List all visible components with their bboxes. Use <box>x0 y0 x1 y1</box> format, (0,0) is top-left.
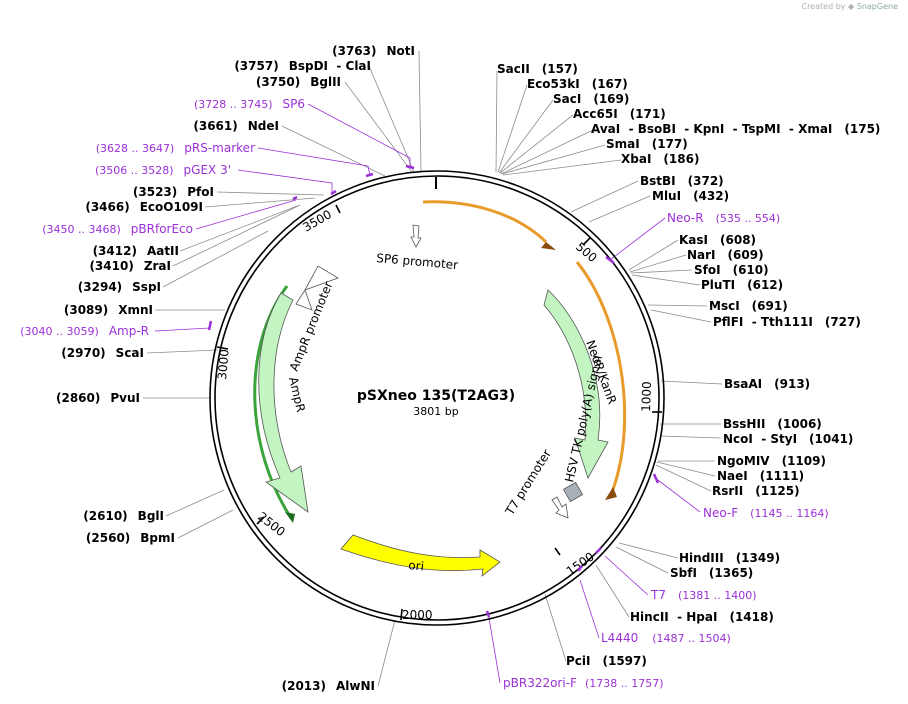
site-bsshii[interactable]: BssHII(1006) <box>723 417 822 431</box>
site-avai-group[interactable]: AvaI - BsoBI - KpnI - TspMI - XmaI(175) <box>591 122 880 136</box>
ori-feature <box>340 534 501 577</box>
primer-pbr322ori-f[interactable]: pBR322ori-F(1738 .. 1757) <box>503 676 664 690</box>
site-noti[interactable]: (3763)NotI <box>332 44 415 58</box>
right-site-labels: SacII(157) Eco53kI(167) SacI(169) Acc65I… <box>497 62 880 668</box>
sp6-promoter-feature <box>410 224 422 248</box>
site-saci[interactable]: SacI(169) <box>553 92 629 106</box>
plasmid-length: 3801 bp <box>413 405 458 418</box>
site-scai[interactable]: (2970)ScaI <box>61 346 144 360</box>
site-xmni[interactable]: (3089)XmnI <box>64 303 153 317</box>
site-sacii[interactable]: SacII(157) <box>497 62 578 76</box>
site-bsaai[interactable]: BsaAI(913) <box>724 377 810 391</box>
site-ndei[interactable]: (3661)NdeI <box>193 119 279 133</box>
site-eco53ki[interactable]: Eco53kI(167) <box>527 77 628 91</box>
credit-created-by: Created by <box>801 2 846 11</box>
site-bpmi[interactable]: (2560)BpmI <box>86 531 175 545</box>
plasmid-name: pSXneo 135(T2AG3) <box>357 388 515 404</box>
primer-neo-f[interactable]: Neo-F(1145 .. 1164) <box>703 506 829 520</box>
site-mlui[interactable]: MluI(432) <box>652 189 729 203</box>
site-bglii[interactable]: (3750)BglII <box>256 75 341 89</box>
t7-promoter-feature <box>551 496 569 519</box>
t7-promoter-label: T7 promoter <box>502 447 554 518</box>
ampr-promoter-label: AmpR promoter <box>287 279 336 373</box>
leader-lines <box>143 50 723 687</box>
tick-1000: 1000 <box>639 381 654 412</box>
tick-2500: 2500 <box>255 509 288 539</box>
primer-amp-r[interactable]: (3040 .. 3059)Amp-R <box>20 324 149 338</box>
tick-3000: 3000 <box>215 349 232 381</box>
site-nari[interactable]: NarI(609) <box>687 248 764 262</box>
primer-l4440[interactable]: L4440(1487 .. 1504) <box>601 631 731 645</box>
site-smai[interactable]: SmaI(177) <box>606 137 688 151</box>
site-ncoi-group[interactable]: NcoI - StyI(1041) <box>723 432 853 446</box>
primer-pgex-3[interactable]: (3506 .. 3528)pGEX 3' <box>95 163 231 177</box>
site-hindiii[interactable]: HindIII(1349) <box>679 551 780 565</box>
sp6-promoter-label: SP6 promoter <box>376 251 459 272</box>
site-hincii-group[interactable]: HincII - HpaI(1418) <box>630 610 774 624</box>
credit-app: SnapGene <box>856 2 898 11</box>
site-pluti[interactable]: PluTI(612) <box>701 278 783 292</box>
site-aatii[interactable]: (3412)AatII <box>93 244 179 258</box>
site-ecoo109i[interactable]: (3466)EcoO109I <box>85 200 203 214</box>
orf-arc-top <box>422 200 548 244</box>
primer-pbrforeco[interactable]: (3450 .. 3468)pBRforEco <box>42 222 193 236</box>
snapgene-logo-icon: ◆ <box>848 2 855 11</box>
primer-sp6[interactable]: (3728 .. 3745)SP6 <box>194 97 305 111</box>
site-pcii[interactable]: PciI(1597) <box>566 654 647 668</box>
neor-feature <box>543 289 609 479</box>
site-rsrii[interactable]: RsrII(1125) <box>712 484 800 498</box>
orf-arc-right <box>575 261 627 496</box>
backbone-outer <box>209 170 665 626</box>
site-pfoi[interactable]: (3523)PfoI <box>133 185 214 199</box>
site-sbfi[interactable]: SbfI(1365) <box>670 566 753 580</box>
site-xbai[interactable]: XbaI(186) <box>621 152 699 166</box>
site-pvui[interactable]: (2860)PvuI <box>56 391 140 405</box>
site-bspdi-group[interactable]: (3757)BspDI - ClaI <box>234 59 371 73</box>
hsv-tk-feature <box>562 481 584 503</box>
site-alwni[interactable]: (2013)AlwNI <box>282 679 375 693</box>
ori-label: ori <box>408 558 425 574</box>
primer-labels: Neo-R(535 .. 554) Neo-F(1145 .. 1164) T7… <box>20 97 828 690</box>
tick-2000: 2000 <box>402 608 433 622</box>
primer-leaders <box>154 103 701 684</box>
site-naei[interactable]: NaeI(1111) <box>717 469 804 483</box>
site-bgli[interactable]: (2610)BglI <box>83 509 164 523</box>
site-bstbi[interactable]: BstBI(372) <box>640 174 724 188</box>
site-pflfi-group[interactable]: PflFI - Tth111I(727) <box>713 315 861 329</box>
site-ngomiv[interactable]: NgoMIV(1109) <box>717 454 826 468</box>
ampr-label: AmpR <box>286 376 308 414</box>
primer-marks <box>207 164 660 618</box>
site-sfoi[interactable]: SfoI(610) <box>694 263 769 277</box>
site-kasi[interactable]: KasI(608) <box>679 233 756 247</box>
ampr-promoter-feature <box>295 265 339 311</box>
site-zrai[interactable]: (3410)ZraI <box>89 259 171 273</box>
left-site-labels: (3763)NotI (3757)BspDI - ClaI (3750)BglI… <box>56 44 415 693</box>
backbone-inner <box>214 175 660 621</box>
site-msci[interactable]: MscI(691) <box>709 299 788 313</box>
ampr-feature <box>258 292 309 513</box>
snapgene-credit: Created by ◆ SnapGene <box>801 2 898 11</box>
primer-neo-r[interactable]: Neo-R(535 .. 554) <box>667 211 780 225</box>
primer-prs-marker[interactable]: (3628 .. 3647)pRS-marker <box>96 141 255 155</box>
site-acc65i[interactable]: Acc65I(171) <box>573 107 666 121</box>
site-sspi[interactable]: (3294)SspI <box>78 280 161 294</box>
primer-t7[interactable]: T7(1381 .. 1400) <box>650 588 757 602</box>
